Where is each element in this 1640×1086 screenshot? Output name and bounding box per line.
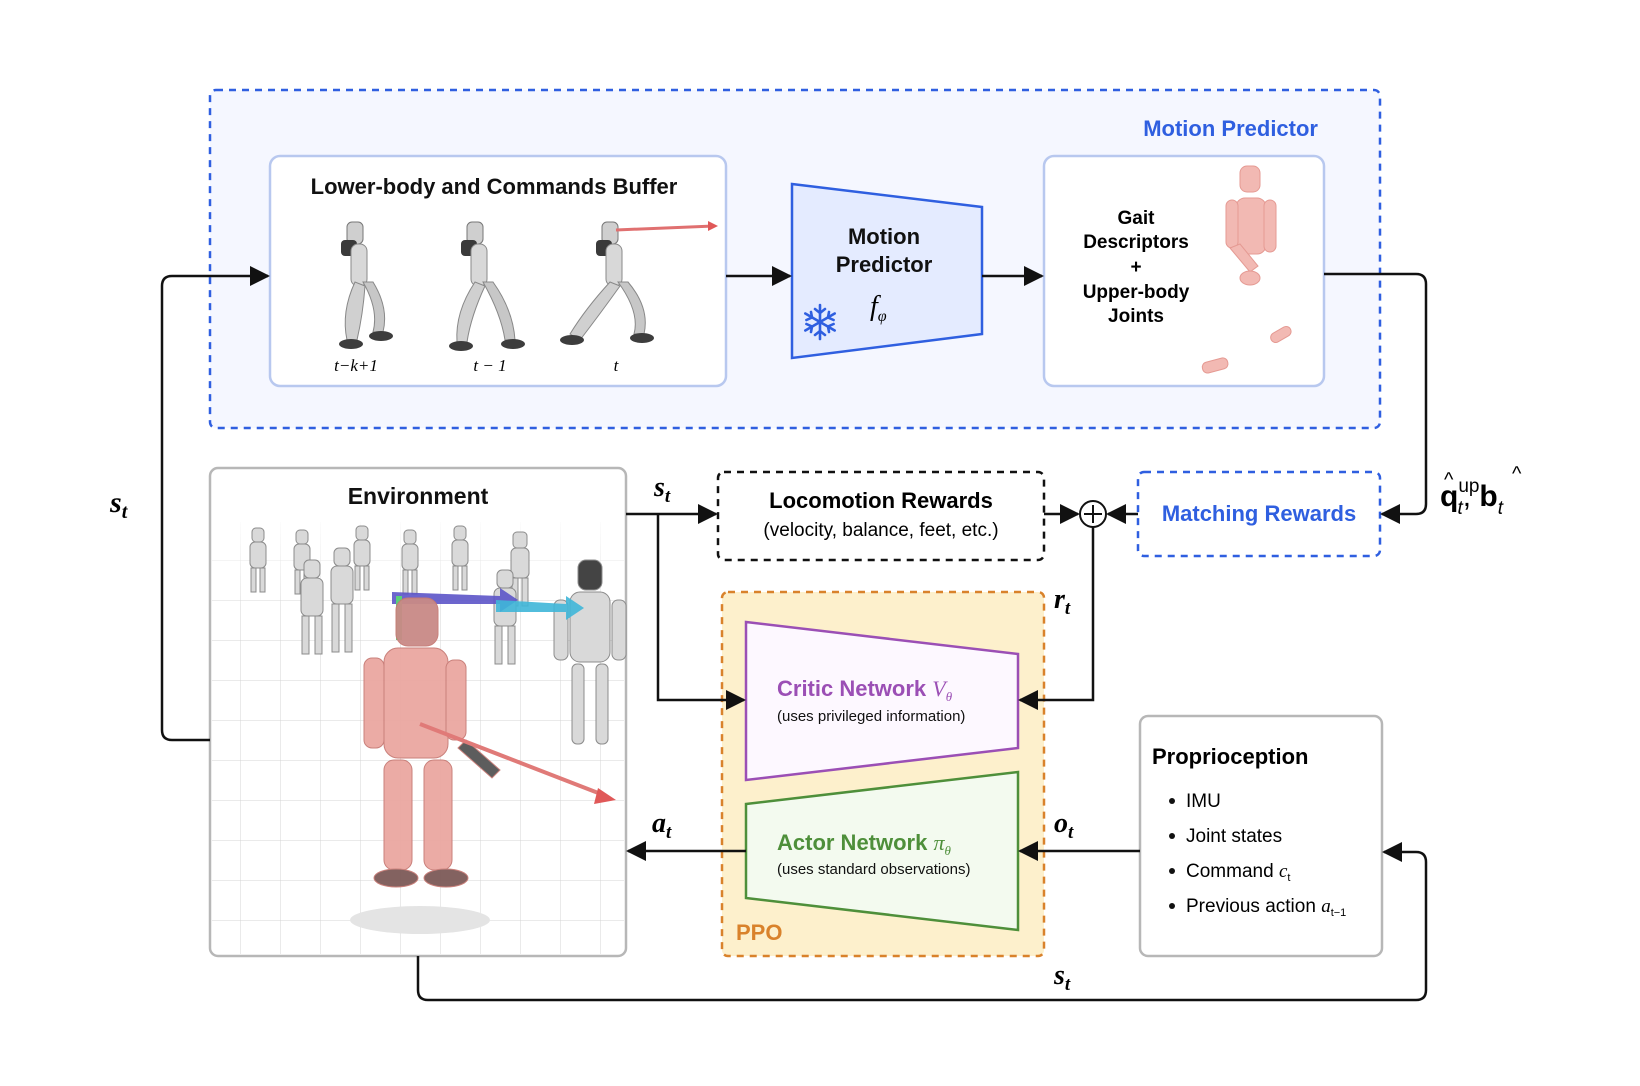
actor-network-title: Actor Network πθ <box>777 830 952 858</box>
buffer-frame-label-3: t <box>614 356 620 375</box>
critic-network-title: Critic Network Vθ <box>777 676 953 704</box>
state-to-critic-arrow <box>656 514 746 710</box>
output-to-matching-arrow <box>1324 272 1428 524</box>
proprioception-title: Proprioception <box>1152 744 1308 769</box>
proprioception-bullet-2 <box>1169 833 1175 839</box>
proprioception-item-command: Command ct <box>1186 861 1290 884</box>
hat-b: ^ <box>1512 463 1522 485</box>
output-line-plus: + <box>1130 257 1141 278</box>
critic-network-subtitle: (uses privileged information) <box>777 708 965 725</box>
actor-network <box>744 770 1020 932</box>
buffer-frame-label-1: t−k+1 <box>334 356 378 375</box>
proprioception-item-imu: IMU <box>1186 791 1221 812</box>
locomotion-rewards-subtitle: (velocity, balance, feet, etc.) <box>763 520 998 541</box>
obs-label: ot <box>1054 808 1074 843</box>
action-label: at <box>652 808 672 843</box>
actor-network-subtitle: (uses standard observations) <box>777 861 970 878</box>
buffer-robot-frame-1 <box>339 221 393 349</box>
proprioception-item-joint-states: Joint states <box>1186 826 1282 847</box>
state-to-proprioception-arrow <box>416 842 1428 1002</box>
buffer-robot-frame-2 <box>449 221 525 351</box>
motion-predictor-section-title: Motion Predictor <box>1143 116 1318 141</box>
reward-label: rt <box>1054 584 1071 619</box>
buffer-frame-label-2: t − 1 <box>473 356 506 375</box>
motion-predictor-network <box>790 182 984 360</box>
ppo-label: PPO <box>736 920 782 945</box>
upper-body-pink-robot <box>1201 165 1292 374</box>
proprioception-bullet-1 <box>1169 798 1175 804</box>
output-line-joints: Joints <box>1108 306 1164 327</box>
environment-title: Environment <box>348 483 489 509</box>
snowflake-icon <box>804 303 836 341</box>
buffer-robot-frame-3 <box>560 221 718 345</box>
buffer-title: Lower-body and Commands Buffer <box>311 174 678 199</box>
connection-lines <box>160 266 1428 1002</box>
output-line-upper-body: Upper-body <box>1083 282 1190 303</box>
proprioception-item-previous-action: Previous action at−1 <box>1186 896 1346 919</box>
state-feedback-line <box>160 266 270 742</box>
motion-predictor-title-line1: Motion <box>848 224 920 249</box>
state-label-bottom: st <box>1053 960 1071 995</box>
output-line-gait: Gait <box>1118 208 1156 229</box>
state-label-left: st <box>109 486 129 523</box>
proprioception-bullet-3 <box>1169 868 1175 874</box>
critic-network <box>744 620 1020 782</box>
proprioception-box <box>1138 714 1384 958</box>
proprioception-bullet-4 <box>1169 903 1175 909</box>
locomotion-rewards-box <box>716 470 1046 562</box>
simulation-scene <box>212 522 627 954</box>
reward-to-critic-arrow <box>1018 527 1095 710</box>
matching-rewards-title: Matching Rewards <box>1162 501 1356 526</box>
motion-predictor-symbol: fφ <box>870 291 887 325</box>
hat-q: ^ <box>1444 469 1454 491</box>
output-line-descriptors: Descriptors <box>1083 232 1189 253</box>
locomotion-rewards-title: Locomotion Rewards <box>769 488 993 513</box>
predictor-output-box <box>1042 154 1326 388</box>
state-label-env-out: st <box>653 472 671 507</box>
motion-predictor-title-line2: Predictor <box>836 252 933 277</box>
